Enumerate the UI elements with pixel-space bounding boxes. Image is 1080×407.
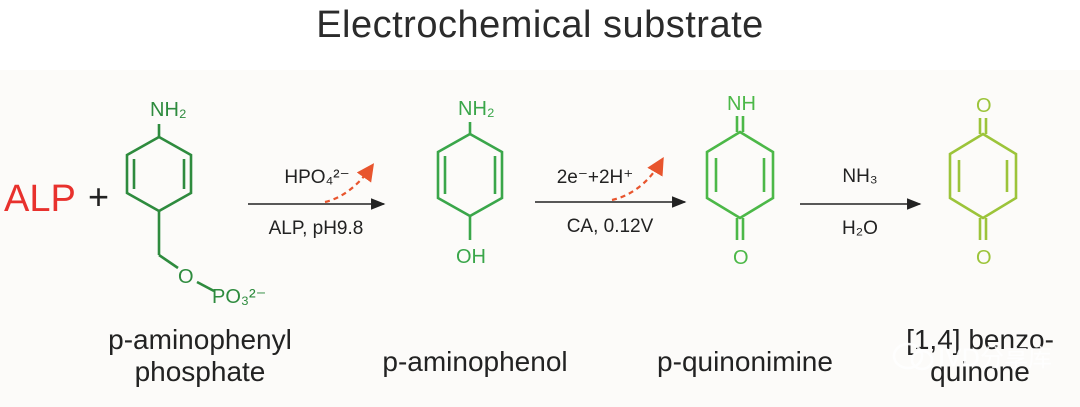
compound-3-top-group: NH: [727, 93, 756, 115]
side-arrow-1: [324, 163, 375, 204]
reaction-2-below: CA, 0.12V: [566, 216, 654, 237]
compound-2-top-group: NH₂: [458, 98, 495, 120]
reaction-2-above: 2e⁻+2H⁺: [556, 167, 634, 188]
compound-1-bottom-group: O: [178, 266, 194, 288]
compound-4-name-line1: [1,4] benzo-: [906, 324, 1054, 355]
compound-1-structure: [125, 124, 215, 293]
compound-3-structure: [705, 116, 775, 240]
reaction-1-above: HPO₄²⁻: [284, 167, 350, 188]
background-band: [0, 70, 1080, 407]
compound-1-top-group: NH₂: [150, 99, 187, 121]
compound-4-name: [1,4] benzo- quinone: [880, 324, 1080, 388]
compound-1-phosphate: PO₃²⁻: [212, 286, 266, 308]
compound-2-name-line1: p-aminophenol: [382, 346, 568, 377]
compound-4-top-group: O: [976, 95, 992, 117]
compound-4-structure: [948, 118, 1018, 240]
compound-1-name-line1: p-aminophenyl: [108, 324, 292, 355]
compound-4-name-line2: quinone: [930, 356, 1030, 387]
compound-3-name: p-quinonimine: [630, 346, 860, 378]
enzyme-label: ALP: [4, 178, 76, 220]
reaction-3-below: H₂O: [842, 218, 878, 239]
compound-1-name-line2: phosphate: [134, 356, 266, 387]
figure-title: Electrochemical substrate: [316, 4, 764, 46]
watermark-chat-icon: IVD分享库: [892, 342, 1052, 372]
reaction-3-above: NH₃: [842, 166, 878, 187]
plus-sign: +: [88, 176, 110, 217]
compound-4-bottom-group: O: [976, 247, 992, 269]
compound-3-bottom-group: O: [733, 247, 749, 269]
compound-2-bottom-group: OH: [456, 246, 486, 268]
compound-1-name: p-aminophenyl phosphate: [70, 324, 330, 388]
side-arrow-2: [611, 156, 664, 202]
watermark-text: IVD分享库: [938, 344, 1052, 372]
compound-2-structure: [436, 122, 504, 240]
reaction-1-below: ALP, pH9.8: [268, 218, 364, 239]
compound-2-name: p-aminophenol: [360, 346, 590, 378]
compound-3-name-line1: p-quinonimine: [657, 346, 833, 377]
watermark: IVD分享库: [888, 332, 1078, 378]
